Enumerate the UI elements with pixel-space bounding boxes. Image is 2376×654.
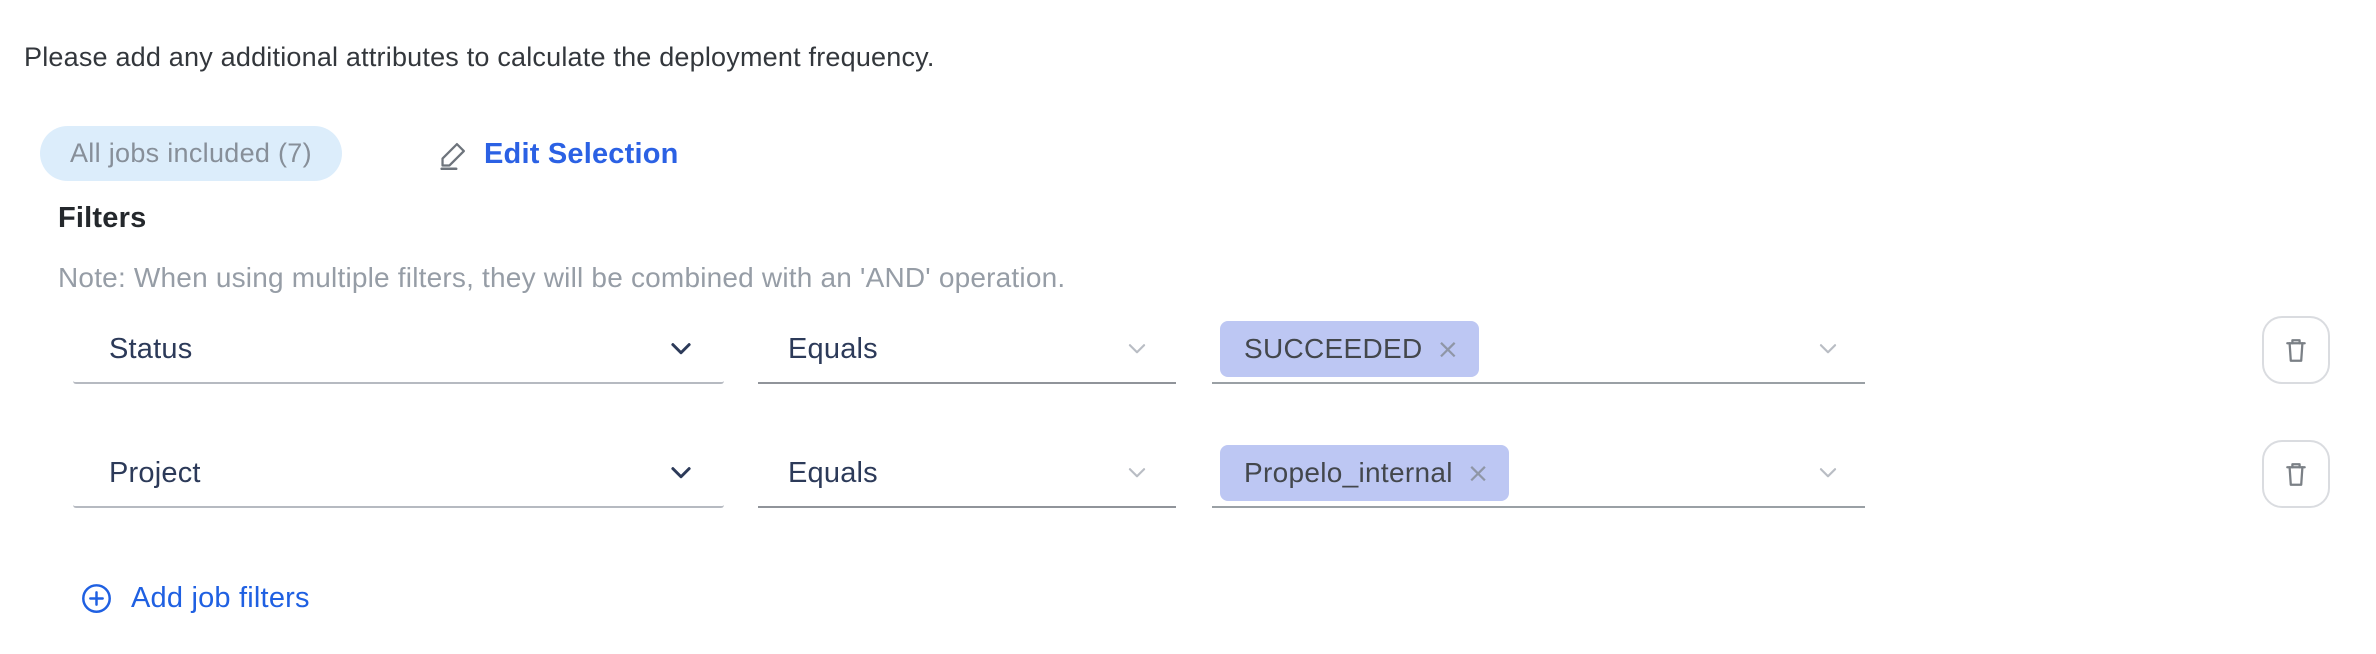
chevron-down-icon[interactable] (1815, 336, 1841, 362)
delete-filter-button[interactable] (2262, 440, 2330, 508)
filters-note: Note: When using multiple filters, they … (58, 262, 1066, 293)
jobs-included-label: All jobs included (7) (70, 138, 312, 168)
attribute-select-value: Project (109, 456, 201, 489)
trash-icon (2286, 463, 2306, 486)
pencil-icon (440, 143, 465, 170)
filter-row: Status Equals SUCCEEDED × (0, 316, 2376, 384)
add-job-filters-label: Add job filters (131, 581, 310, 614)
value-tag: Propelo_internal × (1220, 445, 1510, 501)
values-select[interactable]: Propelo_internal × (1212, 440, 1865, 508)
attribute-select[interactable]: Project (73, 440, 724, 508)
attribute-select-value: Status (109, 332, 193, 365)
operator-select[interactable]: Equals (758, 316, 1176, 384)
jobs-included-pill: All jobs included (7) (40, 126, 342, 181)
chevron-down-icon[interactable] (666, 334, 696, 364)
operator-select-value: Equals (788, 456, 878, 489)
operator-select-value: Equals (788, 332, 878, 365)
filters-heading: Filters (58, 202, 147, 234)
intro-text: Please add any additional attributes to … (24, 42, 935, 72)
remove-value-icon[interactable]: × (1466, 457, 1490, 489)
filter-row: Project Equals Propelo_internal × (0, 440, 2376, 508)
edit-selection-button[interactable]: Edit Selection (438, 131, 679, 177)
delete-filter-button[interactable] (2262, 316, 2330, 384)
value-tag-label: SUCCEEDED (1244, 333, 1423, 364)
attribute-select[interactable]: Status (73, 316, 724, 384)
chevron-down-icon[interactable] (1124, 336, 1150, 362)
values-select[interactable]: SUCCEEDED × (1212, 316, 1865, 384)
edit-selection-label: Edit Selection (484, 137, 679, 170)
value-tag: SUCCEEDED × (1220, 321, 1480, 377)
operator-select[interactable]: Equals (758, 440, 1176, 508)
remove-value-icon[interactable]: × (1436, 333, 1460, 365)
chevron-down-icon[interactable] (666, 458, 696, 488)
add-job-filters-button[interactable]: Add job filters (80, 576, 310, 620)
chevron-down-icon[interactable] (1815, 460, 1841, 486)
value-tag-label: Propelo_internal (1244, 457, 1453, 488)
plus-circle-icon (82, 583, 111, 613)
trash-icon (2286, 339, 2306, 362)
chevron-down-icon[interactable] (1124, 460, 1150, 486)
